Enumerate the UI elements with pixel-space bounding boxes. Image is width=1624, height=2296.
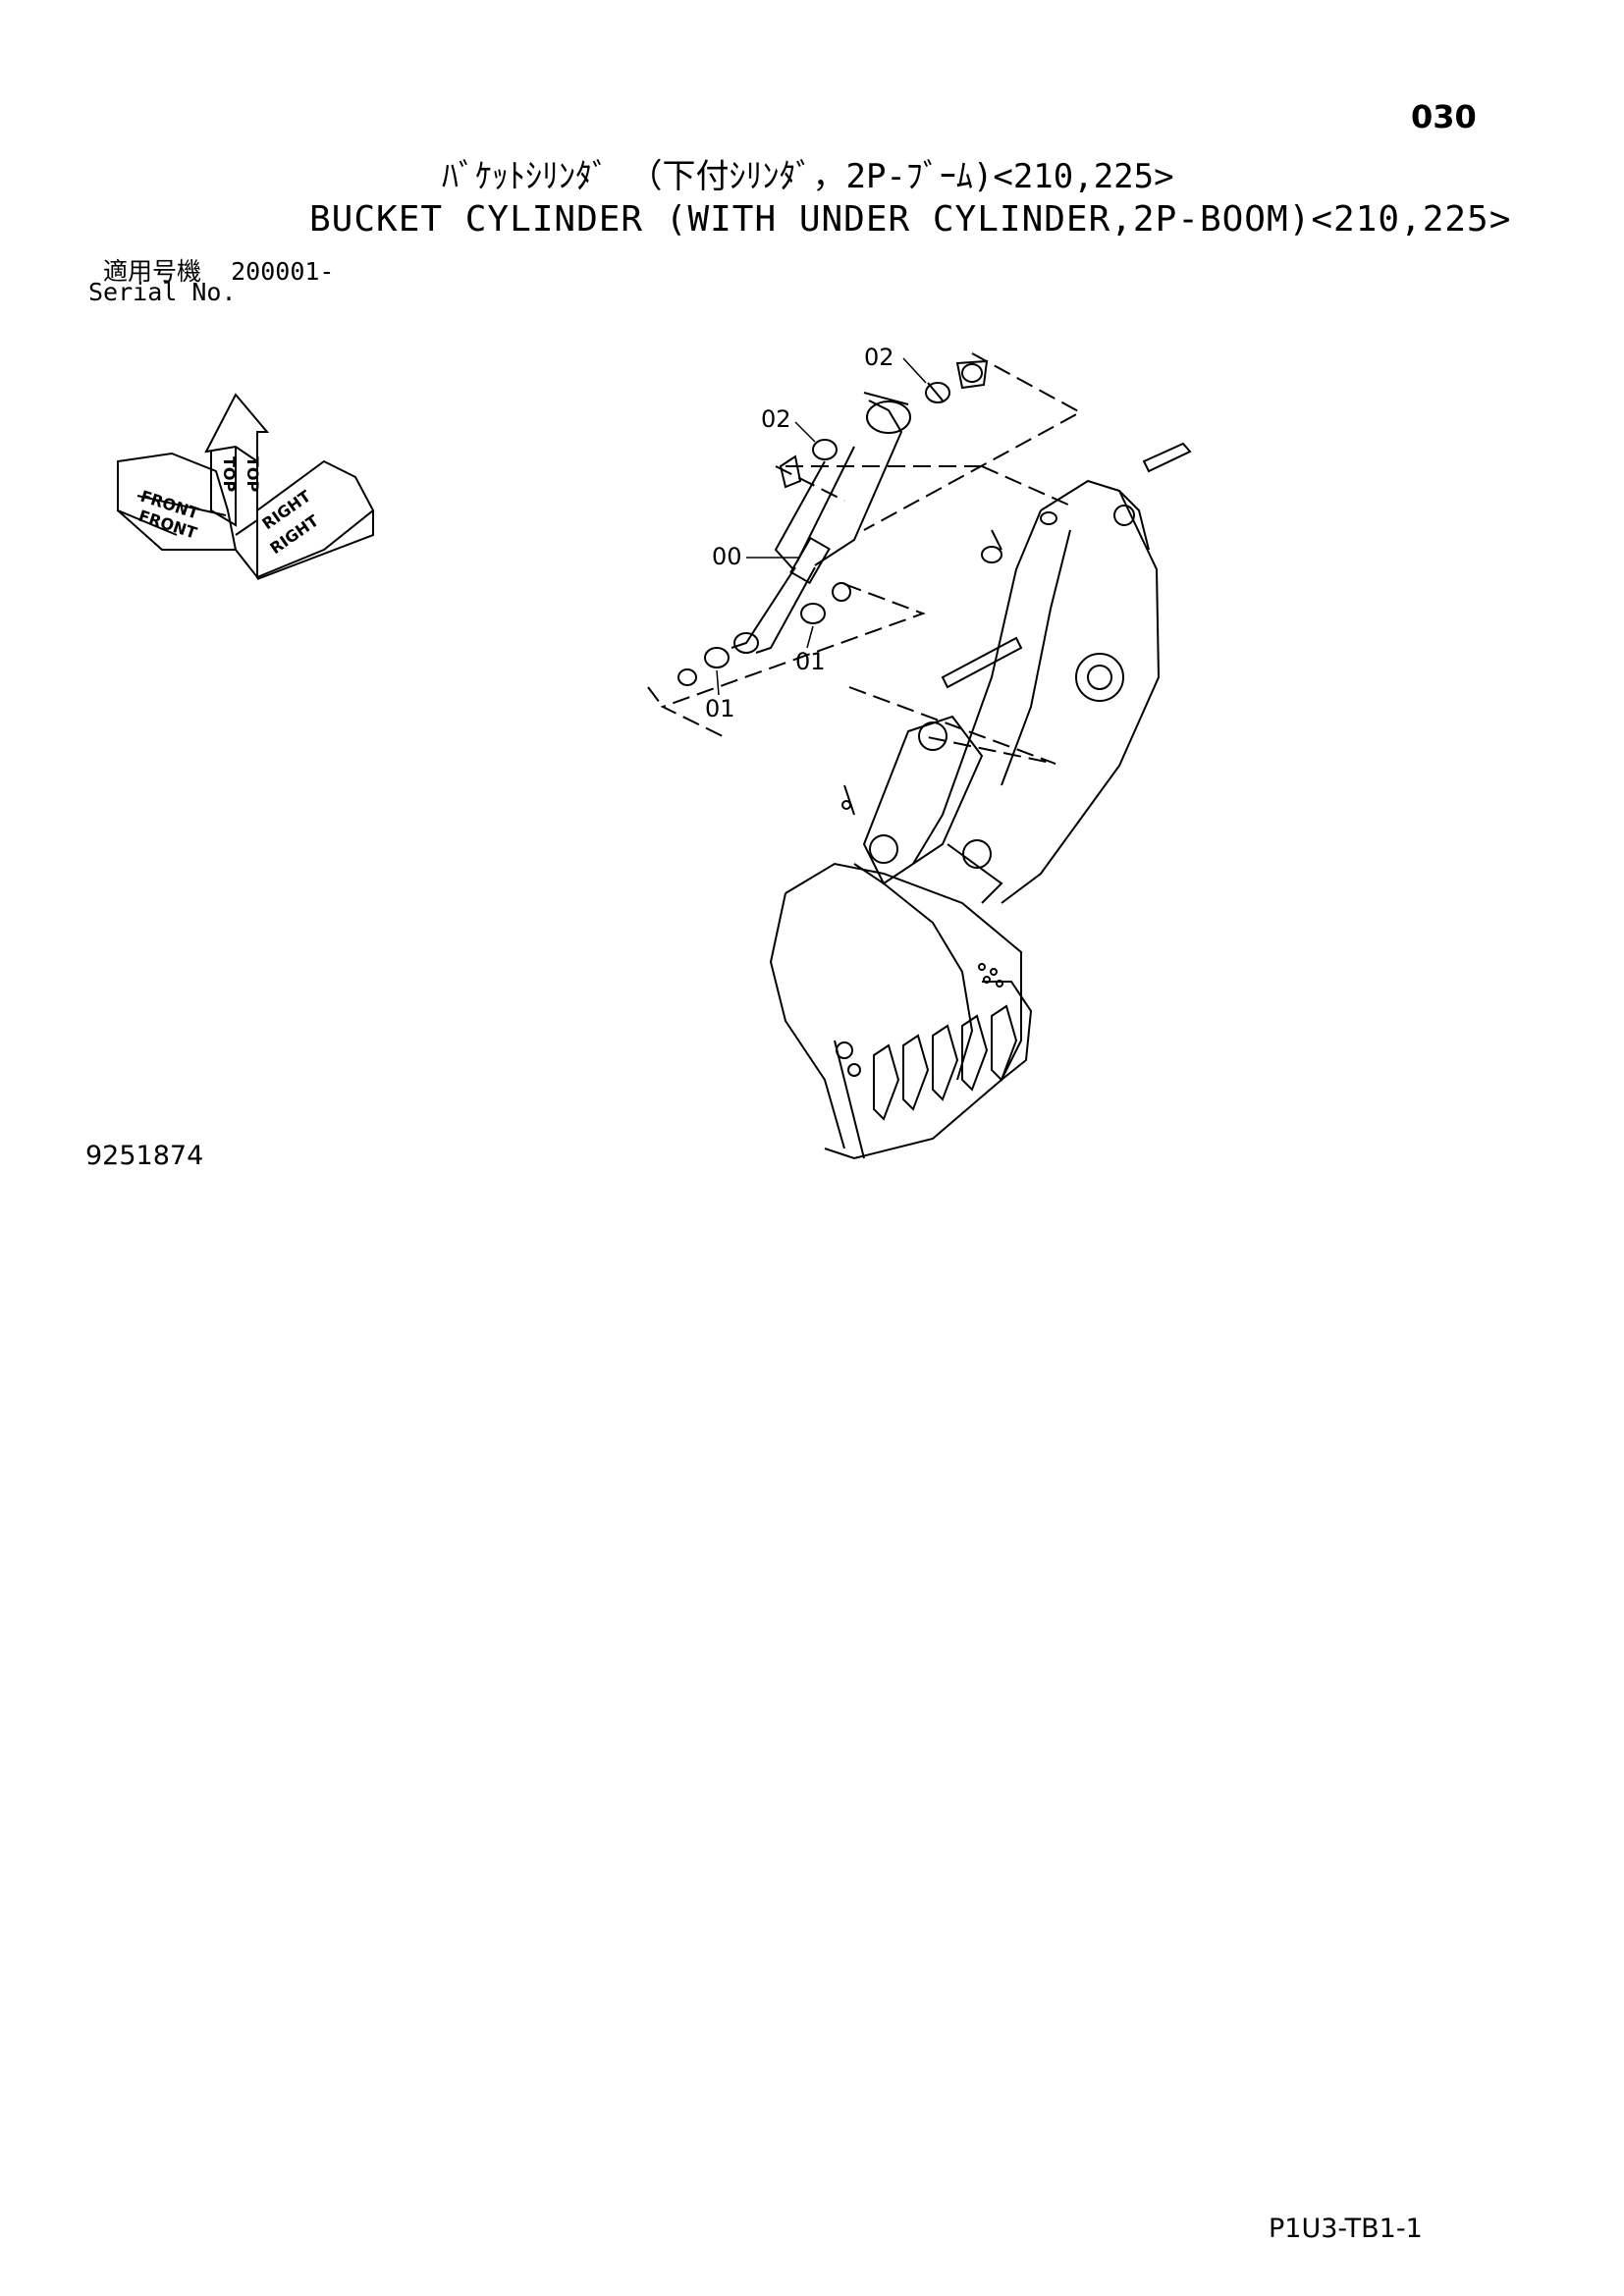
- serial-label-jp: 適用号機: [103, 257, 202, 286]
- link-bracket: [862, 715, 1003, 904]
- bucket-cylinder: [731, 392, 911, 654]
- bucket: [769, 862, 1033, 1160]
- top-label-2: TOP: [244, 456, 262, 493]
- title-japanese: ﾊﾞｹｯﾄｼﾘﾝﾀﾞ （下付ｼﾘﾝﾀﾞ，2P-ﾌﾞｰﾑ)<210,225>: [442, 157, 1174, 196]
- callout-00: 00: [712, 543, 742, 570]
- callout-02-top: 02: [864, 344, 894, 371]
- top-label-1: TOP: [220, 456, 239, 493]
- serial-label-en: Serial No.: [88, 278, 237, 306]
- page-code: P1U3-TB1-1: [1269, 2214, 1423, 2244]
- serial-value: 200001-: [231, 257, 335, 286]
- bushing-parts: [677, 359, 989, 686]
- page-number: 030: [1411, 98, 1477, 135]
- callout-02-mid: 02: [761, 405, 791, 433]
- pins: [841, 442, 1192, 816]
- serial-applicability: 適用号機 200001-: [103, 252, 334, 288]
- drawing-number: 9251874: [85, 1141, 204, 1171]
- title-english: BUCKET CYLINDER (WITH UNDER CYLINDER,2P-…: [309, 199, 1512, 240]
- callout-01-right: 01: [795, 648, 826, 675]
- arm-structure: [912, 479, 1161, 904]
- callout-01-left: 01: [705, 695, 735, 722]
